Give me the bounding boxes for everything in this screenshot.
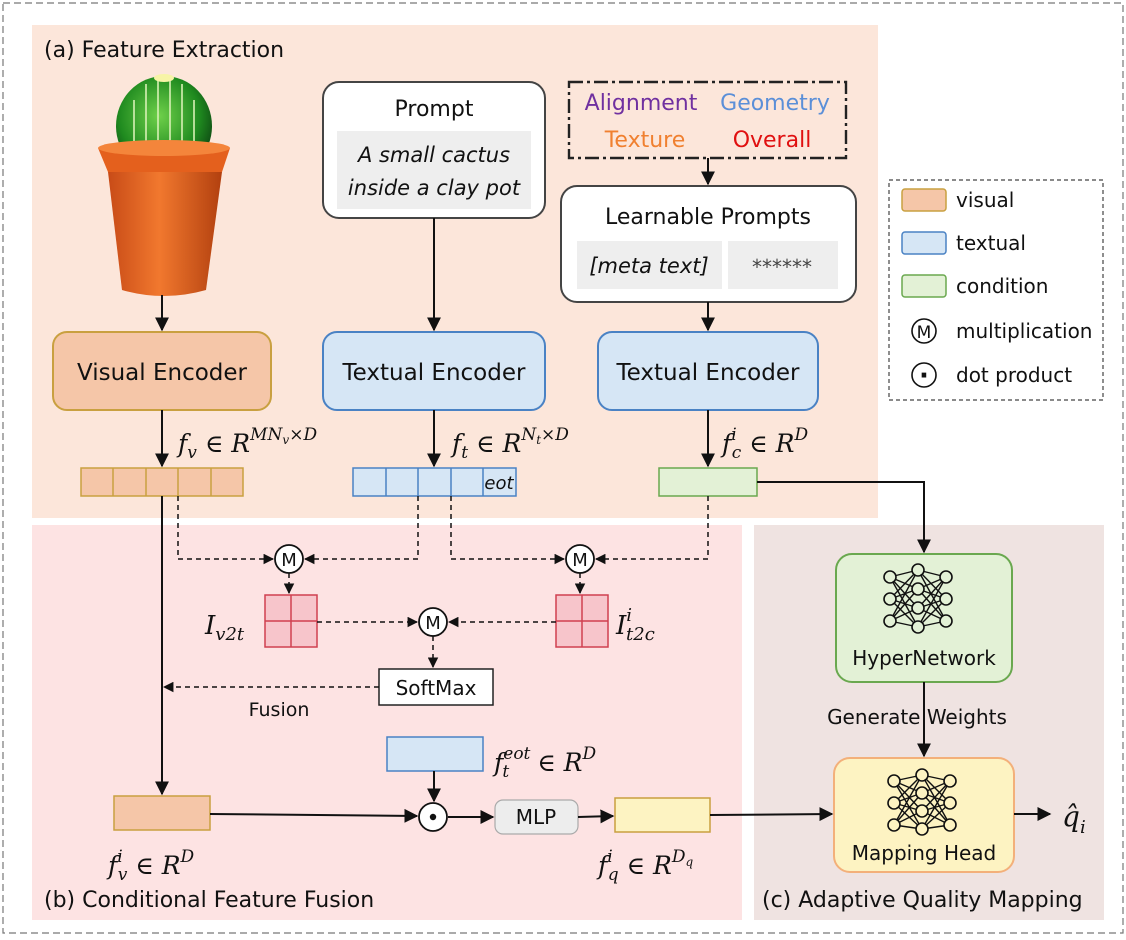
prompt-title: Prompt [395,97,474,122]
meta-text: [meta text] [589,254,708,278]
legend-dot-product-symbol: · [919,361,929,391]
dim-overall: Overall [733,128,812,153]
condition-token [658,467,758,497]
multiply-node-center: M [418,607,448,637]
textual-token-strip [352,467,517,497]
svg-text:M: M [572,550,588,571]
meta-text-bg [577,241,722,289]
dim-alignment: Alignment [585,91,698,116]
mlp-label: MLP [516,805,556,829]
textual-encoder-condition-label: Textual Encoder [616,360,800,386]
stars-bg [728,241,838,289]
neural-net-icon [883,563,953,634]
legend-dot-product-label: dot product [956,363,1072,387]
visual-encoder-label: Visual Encoder [77,360,248,386]
attention-matrix-t2c [555,594,609,648]
legend-visual-swatch [901,188,947,212]
prompt-text-line2: inside a clay pot [348,176,521,200]
svg-text:M: M [281,550,297,571]
mapping-head-label: Mapping Head [852,841,996,865]
legend-visual-label: visual [956,188,1014,212]
multiply-node-left: M [274,544,304,574]
legend-condition-label: condition [956,274,1048,298]
fq-token [614,797,711,833]
legend-textual-swatch [901,231,947,255]
section-b-title: (b) Conditional Feature Fusion [44,888,374,913]
dimension-box [567,80,848,160]
legend-multiplication-icon [911,318,937,344]
ft-eot-token [386,736,484,772]
eot-token-label: eot [484,473,514,494]
legend-dot-product-icon [911,362,937,388]
learnable-stars: ****** [752,255,812,279]
legend-textual-label: textual [956,231,1026,255]
softmax-label: SoftMax [396,676,477,700]
prompt-text-line1: A small cactus [356,143,510,167]
dot-product-node [418,802,448,832]
solid-arrows [155,158,1052,824]
section-c-title: (c) Adaptive Quality Mapping [762,888,1083,913]
fv-label: fv ∈ RMNv×D [176,425,317,463]
dashed-arrows [162,496,709,693]
section-a-title: (a) Feature Extraction [44,38,284,63]
cactus-image [98,74,230,296]
dim-geometry: Geometry [720,91,830,116]
textual-encoder-prompt-label: Textual Encoder [342,360,526,386]
fusion-label: Fusion [249,699,310,721]
mapping-net-icon [887,768,957,836]
legend-condition-swatch [901,274,947,298]
fv-i-token [113,795,211,831]
multiply-node-right: M [565,544,595,574]
svg-text:M: M [425,613,441,634]
visual-token-strip [80,467,244,497]
prompt-text-bg [337,131,531,209]
hypernetwork-label: HyperNetwork [852,646,996,670]
panel-conditional-fusion [32,525,742,920]
learnable-prompts-title: Learnable Prompts [605,205,811,230]
legend-multiplication-symbol: M [917,323,932,343]
legend-multiplication-label: multiplication [956,319,1092,343]
generate-weights-label: Generate Weights [827,705,1007,729]
dim-texture: Texture [604,128,686,153]
attention-matrix-v2t [264,594,318,648]
q-hat-output: q̂i [1062,800,1086,838]
